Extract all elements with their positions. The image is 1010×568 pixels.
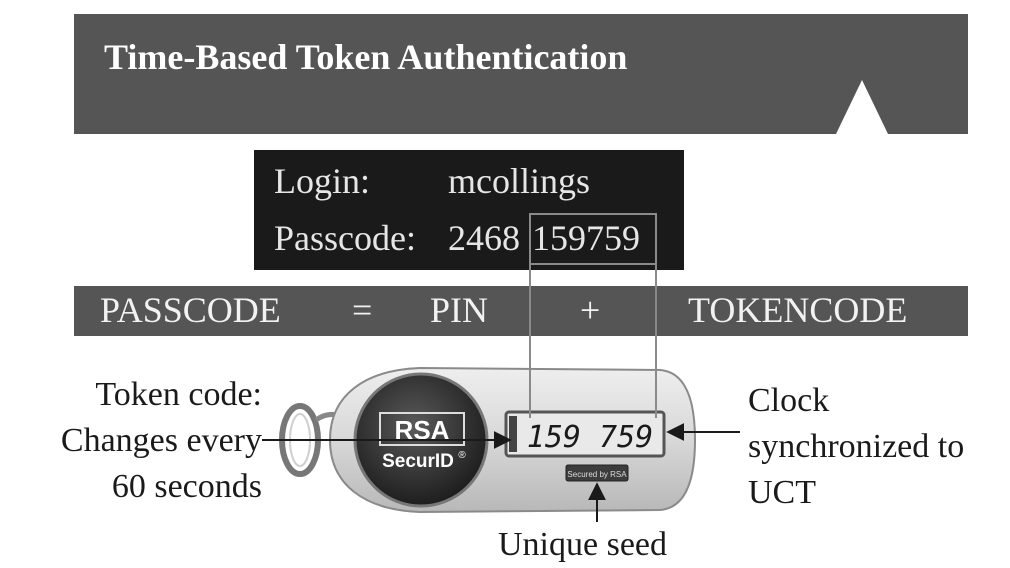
formula-passcode: PASSCODE: [100, 290, 281, 330]
registered-mark: ®: [458, 450, 466, 461]
login-screen: [254, 150, 684, 270]
clock-line-3: UCT: [748, 474, 816, 511]
passcode-label: Passcode:: [274, 218, 416, 258]
formula-equals: =: [352, 290, 373, 330]
securid-text: SecurID: [382, 451, 454, 472]
formula-tokencode: TOKENCODE: [688, 290, 908, 330]
badge-text: Secured by RSA: [567, 470, 627, 479]
formula-pin: PIN: [430, 290, 489, 330]
token-code-line-1: Token code:: [95, 376, 262, 413]
token-display-code: 159 759: [527, 420, 653, 455]
login-label: Login:: [274, 161, 370, 201]
token-code-line-3: 60 seconds: [111, 468, 262, 505]
unique-seed-callout: Unique seed: [498, 526, 668, 563]
passcode-token-digits: 159759: [532, 218, 640, 258]
passcode-pin-digits: 2468: [448, 218, 520, 258]
page-title: Time-Based Token Authentication: [104, 37, 628, 77]
clock-callout: Clock synchronized to UCT: [748, 378, 964, 516]
secured-by-rsa-badge: [565, 464, 629, 482]
title-banner: [74, 14, 968, 134]
login-username: mcollings: [448, 161, 590, 201]
token-code-callout: Token code: Changes every 60 seconds: [0, 372, 262, 510]
formula-plus: +: [580, 290, 601, 330]
token-code-line-2: Changes every: [60, 422, 262, 459]
clock-line-2: synchronized to: [748, 428, 965, 465]
tokencode-connector: [529, 213, 657, 418]
formula-bar: [74, 286, 968, 336]
clock-line-1: Clock: [748, 382, 830, 419]
